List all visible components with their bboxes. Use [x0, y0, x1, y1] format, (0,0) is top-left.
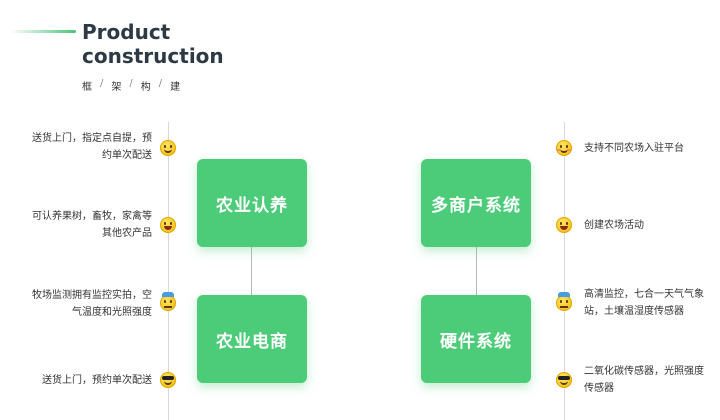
- right-note-2: 创建农场活动: [584, 220, 644, 231]
- left-timeline: [168, 122, 169, 420]
- right-note-4: 二氧化碳传感器，光照强度 传感器: [584, 366, 704, 394]
- sunglasses-emoji-icon: [160, 372, 176, 388]
- right-box-connector: [476, 247, 477, 295]
- box-multi-merchant: 多商户系统: [421, 159, 531, 247]
- left-note-2: 可认养果树，畜牧，家禽等 其他农产品: [32, 211, 152, 239]
- box-agri-ecommerce: 农业电商: [197, 295, 307, 383]
- subtitle-separator: /: [158, 78, 163, 89]
- subtitle-char: 建: [170, 82, 181, 93]
- right-timeline: [564, 122, 565, 420]
- cap-emoji-icon: [556, 292, 572, 311]
- laughing-emoji-icon: [556, 217, 572, 233]
- cap-emoji-icon: [160, 292, 176, 311]
- laughing-emoji-icon: [160, 217, 176, 233]
- smile-emoji-icon: [160, 140, 176, 156]
- right-note-3: 高清监控，七合一天气气象 站，土壤温湿度传感器: [584, 289, 704, 317]
- box-hardware: 硬件系统: [421, 295, 531, 383]
- subtitle-separator: /: [129, 78, 133, 89]
- left-note-3: 牧场监测拥有监控实拍，空 气温度和光照强度: [32, 290, 152, 318]
- subtitle-char: 构: [140, 82, 151, 93]
- sunglasses-emoji-icon: [556, 372, 572, 388]
- smile-emoji-icon: [556, 140, 572, 156]
- page-title: Product construction: [82, 20, 224, 68]
- subtitle-char: 架: [111, 82, 122, 93]
- box-agri-adoption: 农业认养: [197, 159, 307, 247]
- left-note-1: 送货上门，指定点自提，预 约单次配送: [32, 133, 152, 161]
- left-box-connector: [251, 247, 252, 295]
- subtitle-char: 框: [82, 82, 92, 93]
- title-line-2: construction: [82, 44, 224, 68]
- page-subtitle: 框 / 架 / 构 / 建: [82, 78, 180, 93]
- title-line-1: Product: [82, 20, 171, 44]
- left-note-4: 送货上门，预约单次配送: [42, 375, 152, 386]
- title-accent-line: [10, 30, 76, 33]
- right-note-1: 支持不同农场入驻平台: [584, 143, 684, 154]
- subtitle-separator: /: [100, 78, 104, 89]
